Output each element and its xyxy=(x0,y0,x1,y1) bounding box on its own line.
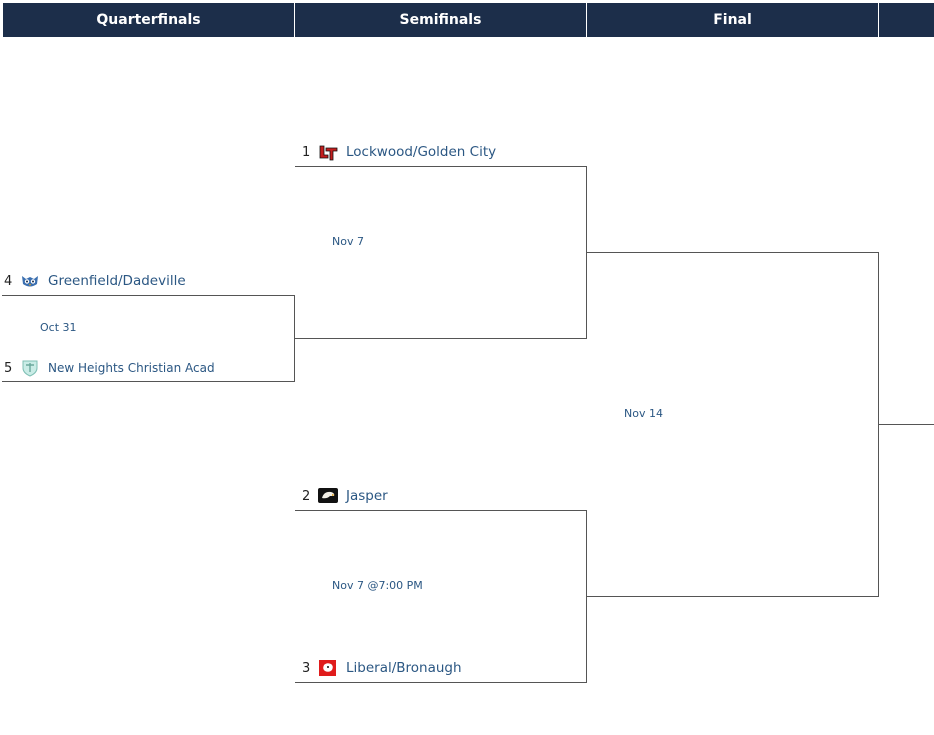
game-date: Nov 7 xyxy=(332,235,364,248)
seed-number: 4 xyxy=(4,273,13,289)
owl-logo-icon xyxy=(20,272,40,290)
bulldog-logo-icon xyxy=(318,659,338,677)
team-name-link[interactable]: Greenfield/Dadeville xyxy=(48,273,186,289)
round-header-champion xyxy=(879,3,934,37)
bracket-line xyxy=(586,510,587,682)
team-slot-jasper: 2 Jasper xyxy=(302,484,388,508)
team-slot-new-heights: 5 New Heights Christian Acad xyxy=(4,356,215,380)
game-date: Oct 31 xyxy=(40,321,77,334)
bracket-line xyxy=(878,252,879,596)
bracket-line xyxy=(295,510,587,511)
team-slot-lockwood: 1 Lockwood/Golden City xyxy=(302,140,496,164)
bracket-line xyxy=(295,338,587,339)
bracket-line xyxy=(2,381,295,382)
round-header-semifinals: Semifinals xyxy=(295,3,587,37)
game-date: Nov 14 xyxy=(624,407,663,420)
team-name-link[interactable]: Lockwood/Golden City xyxy=(346,144,497,160)
bracket-line xyxy=(586,166,587,338)
team-name-link[interactable]: Jasper xyxy=(346,488,388,504)
game-date: Nov 7 @7:00 PM xyxy=(332,579,423,592)
team-slot-liberal: 3 Liberal/Bronaugh xyxy=(302,656,462,680)
rounds-header: Quarterfinals Semifinals Final xyxy=(3,3,934,37)
bracket-line xyxy=(295,682,587,683)
team-slot-greenfield: 4 Greenfield/Dadeville xyxy=(4,269,186,293)
team-name-link[interactable]: New Heights Christian Acad xyxy=(48,361,215,375)
eagle-logo-icon xyxy=(318,487,338,505)
bracket-line xyxy=(587,596,879,597)
seed-number: 5 xyxy=(4,360,13,376)
bracket-line xyxy=(295,166,587,167)
bracket-line xyxy=(587,252,879,253)
seed-number: 1 xyxy=(302,144,311,160)
seed-number: 2 xyxy=(302,488,311,504)
round-header-final: Final xyxy=(587,3,879,37)
shield-logo-icon xyxy=(20,359,40,377)
bracket-line xyxy=(294,295,295,381)
seed-number: 3 xyxy=(302,660,311,676)
bracket-line xyxy=(879,424,934,425)
bracket-line xyxy=(2,295,295,296)
team-name-link[interactable]: Liberal/Bronaugh xyxy=(346,660,462,676)
lt-logo-icon xyxy=(318,143,338,161)
round-header-quarterfinals: Quarterfinals xyxy=(3,3,295,37)
